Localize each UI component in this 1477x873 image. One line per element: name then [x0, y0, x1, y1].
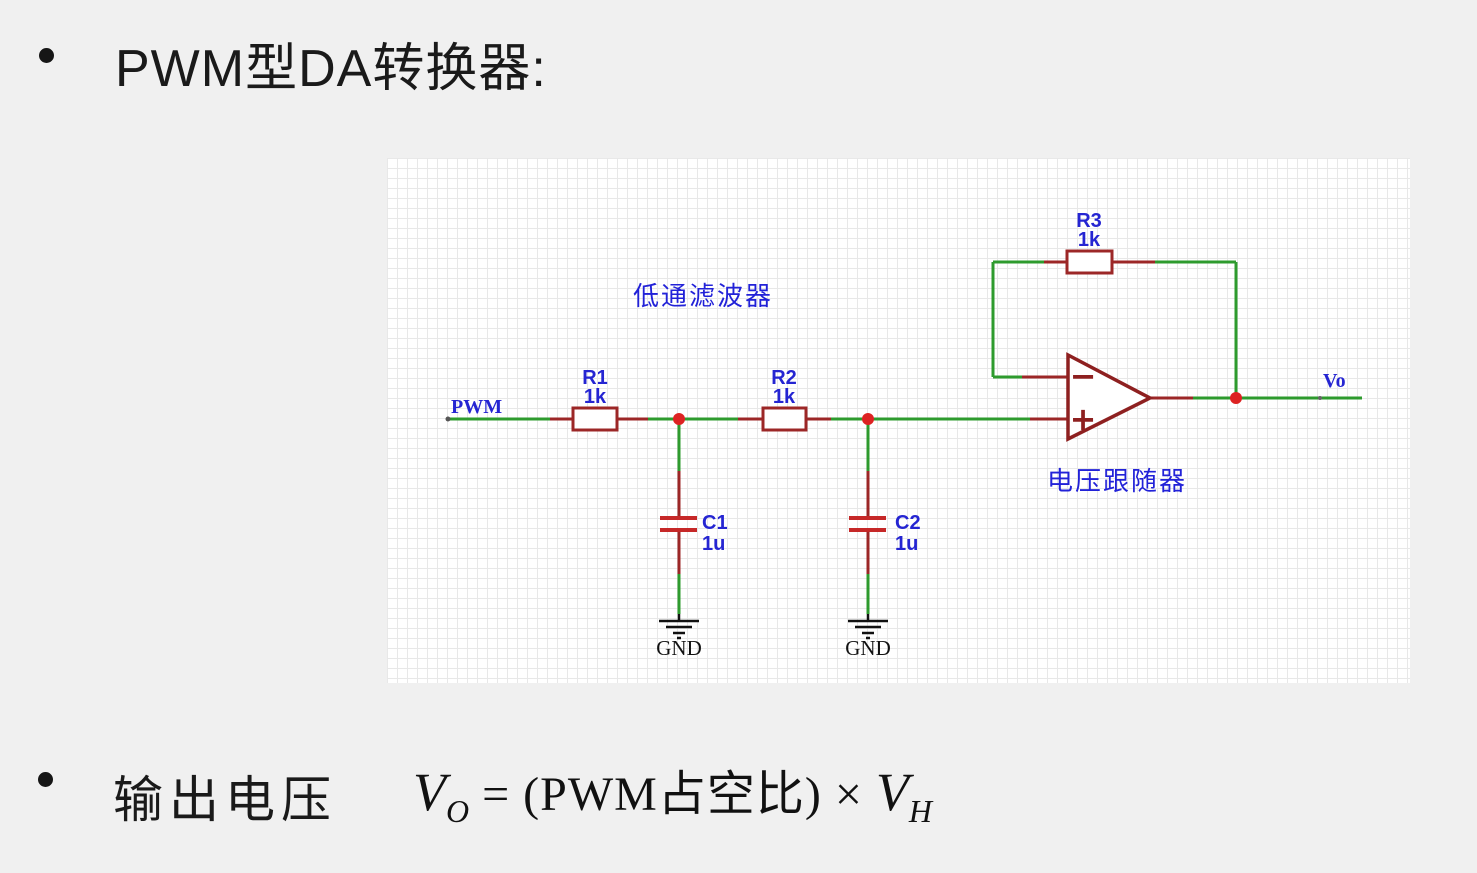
label-r2-ref: R2 [771, 367, 797, 389]
label-c1-ref: C1 [702, 512, 728, 534]
annotation-lowpass-filter: 低通滤波器 [633, 281, 773, 311]
label-c1-value: 1u [702, 533, 725, 555]
label-r3-ref: R3 [1076, 210, 1102, 232]
wires [448, 260, 1362, 614]
label-r3-value: 1k [1078, 229, 1101, 251]
formula-lhs-var: V [413, 762, 446, 822]
net-label-gnd1: GND [656, 636, 702, 660]
formula-rhs-subscript: H [908, 793, 933, 829]
junction-output [1230, 392, 1242, 404]
output-voltage-formula: VO = (PWM占空比) × VH [413, 754, 932, 830]
circuit-svg: − + [445, 210, 1362, 660]
output-bullet-icon [38, 772, 53, 787]
opamp-plus-icon: + [1070, 400, 1097, 438]
net-label-pwm: PWM [451, 396, 502, 418]
net-label-gnd2: GND [845, 636, 891, 660]
opamp-minus-icon: − [1070, 357, 1097, 395]
label-r2-value: 1k [773, 386, 796, 408]
wire-endpoint-input [445, 416, 451, 422]
title-bullet-icon [39, 48, 54, 63]
wire-endpoint-output [1318, 396, 1322, 400]
pin-leads [550, 260, 1193, 574]
resistor-r3-body [1065, 249, 1114, 275]
label-c2-ref: C2 [895, 512, 921, 534]
resistors [571, 249, 1114, 432]
circuit-diagram: − + [387, 158, 1410, 683]
opamp: − + [1066, 352, 1154, 442]
label-r1-ref: R1 [582, 367, 608, 389]
label-r1-value: 1k [584, 386, 607, 408]
annotation-voltage-follower: 电压跟随器 [1047, 466, 1187, 496]
ground-symbols [659, 614, 888, 640]
junction-node2 [862, 413, 874, 425]
formula-body: = (PWM占空比) × [469, 768, 876, 821]
label-c2-value: 1u [895, 533, 918, 555]
junctions [673, 392, 1242, 425]
resistor-r1-body [571, 406, 619, 432]
net-label-vo: Vo [1323, 370, 1346, 392]
capacitors [660, 516, 886, 532]
resistor-r2-body [761, 406, 808, 432]
page-title: PWM型DA转换器: [115, 40, 547, 98]
formula-rhs-var: V [875, 762, 909, 822]
output-voltage-label: 输出电压 [113, 772, 337, 828]
formula-lhs-subscript: O [446, 793, 470, 829]
opamp-triangle [1066, 352, 1154, 442]
junction-node1 [673, 413, 685, 425]
